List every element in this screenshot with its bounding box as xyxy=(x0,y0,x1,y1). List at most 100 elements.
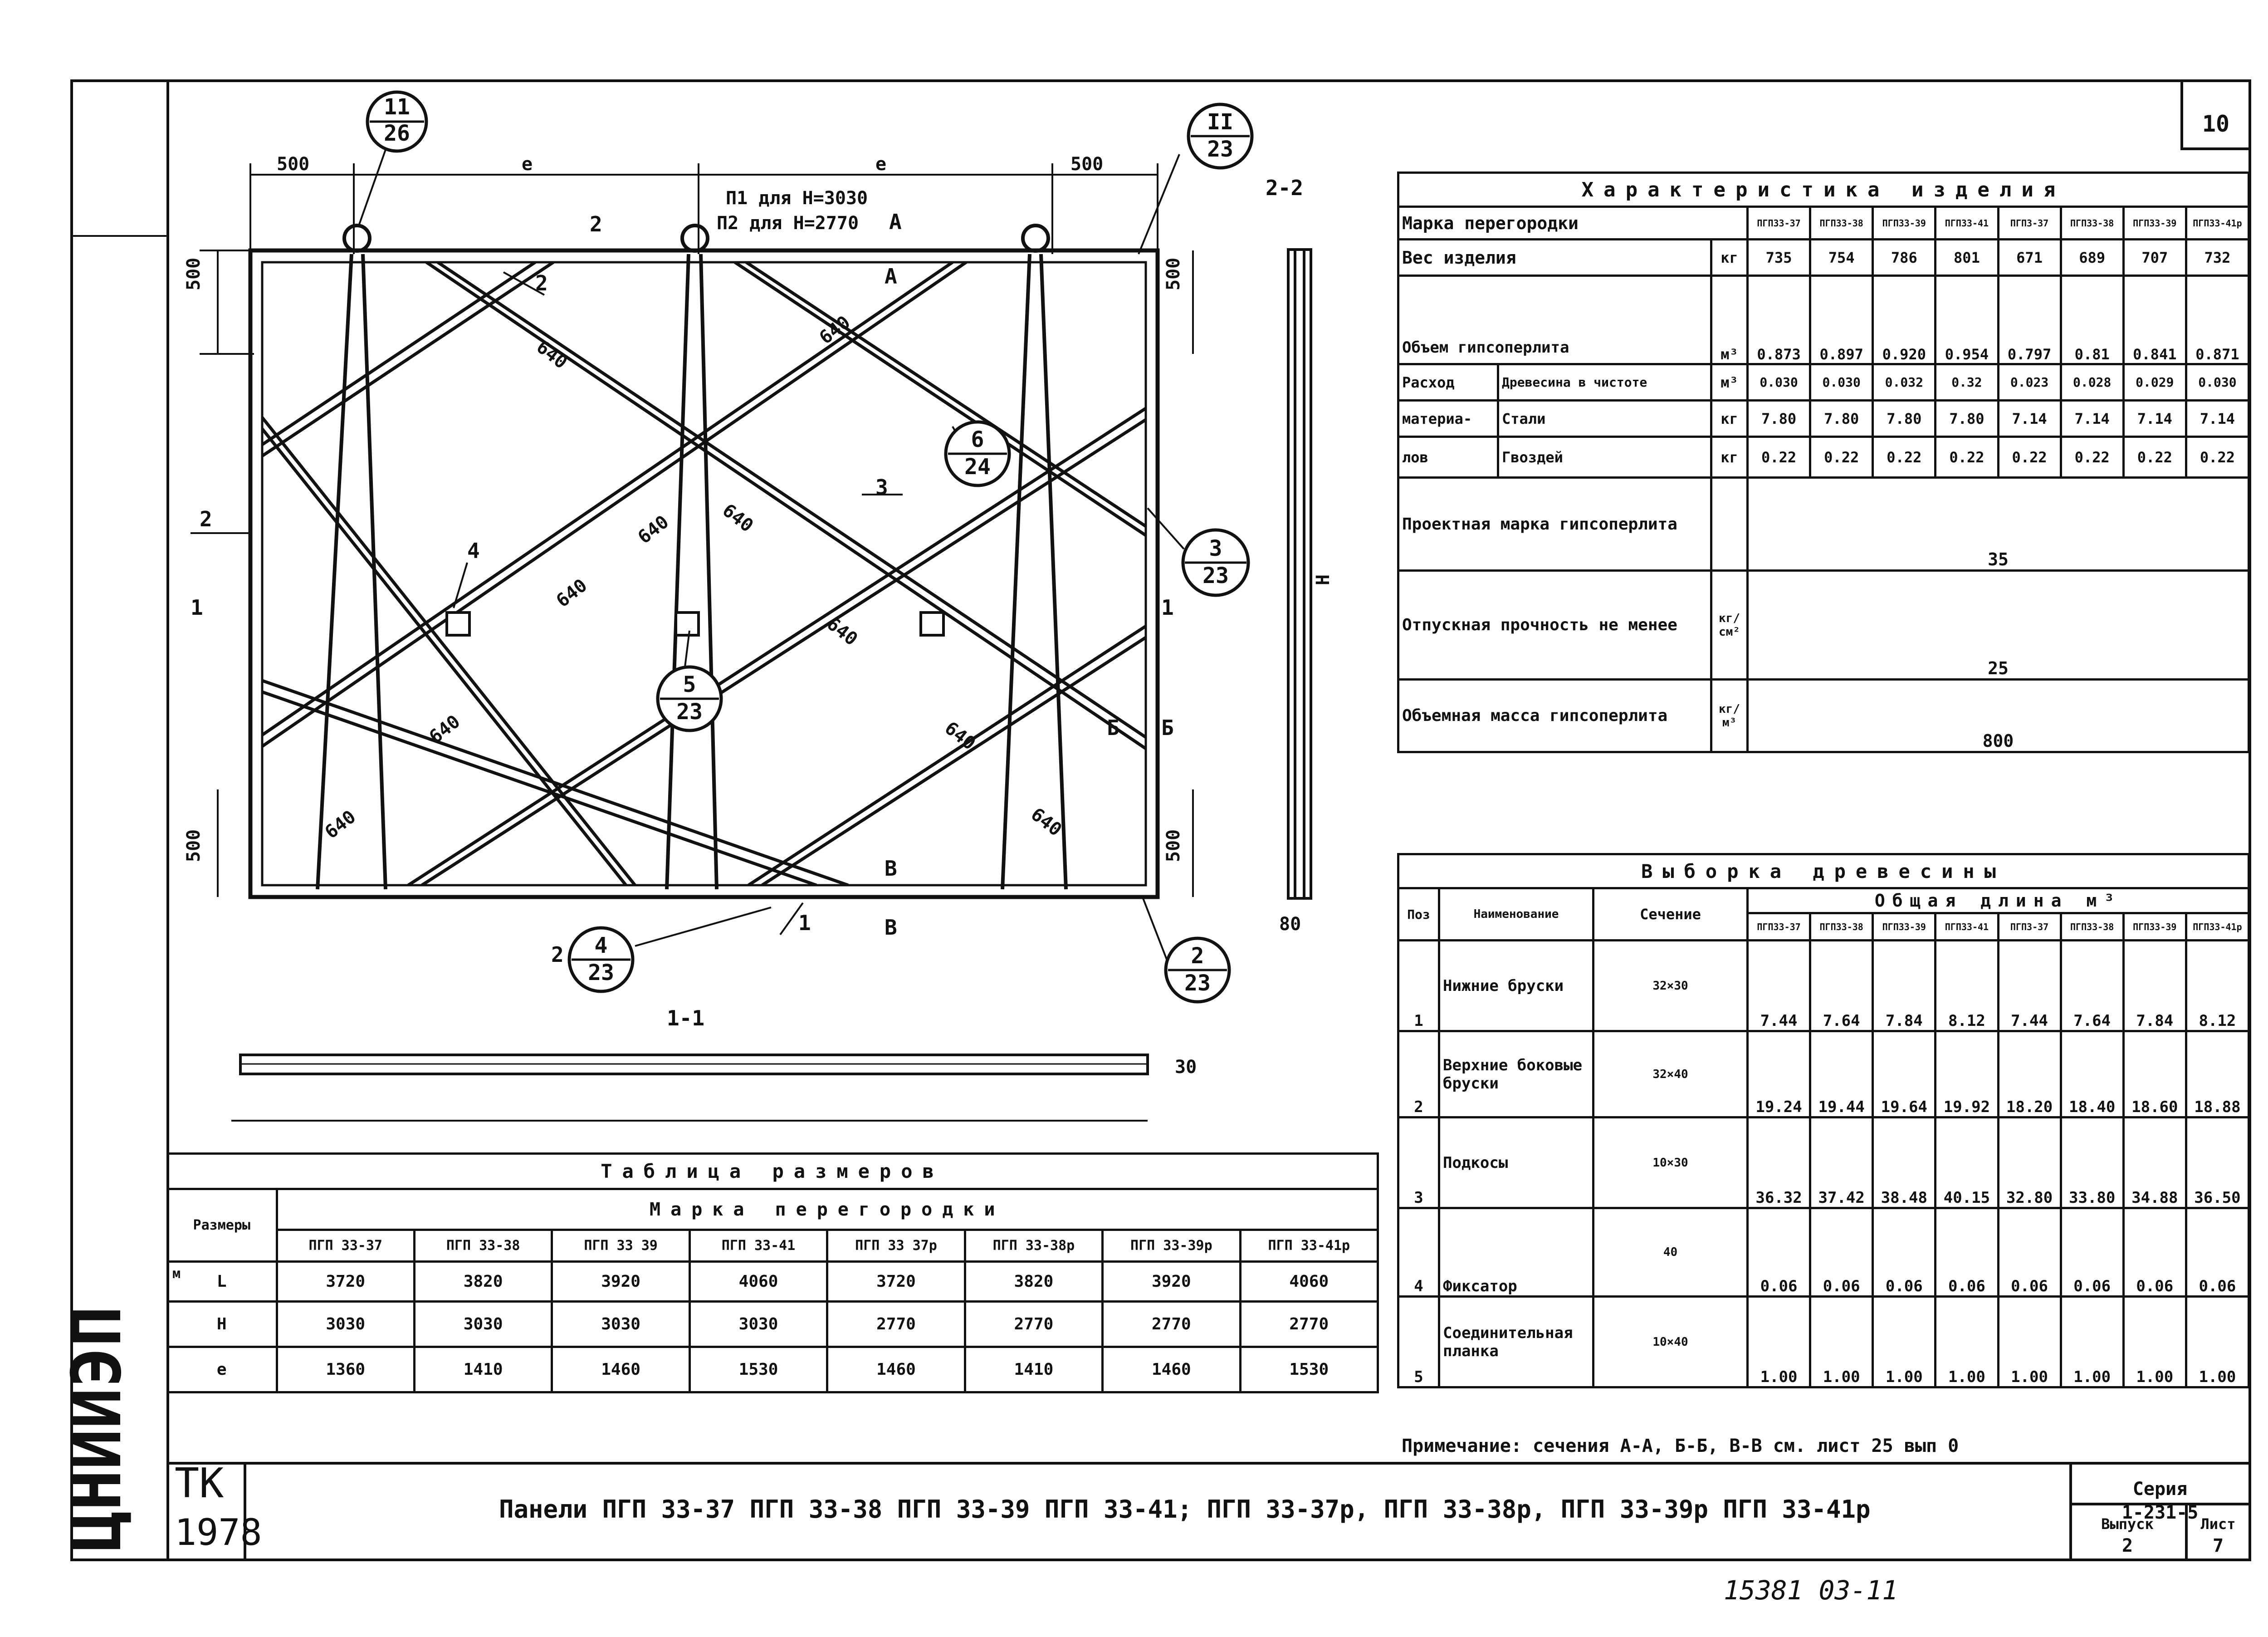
dim-top-0: 500 xyxy=(277,154,309,175)
sec-a-top: А xyxy=(889,210,902,234)
bottom-code: 15381 03-11 xyxy=(1724,1575,1898,1606)
wood-mark-3: ПГП33-41 xyxy=(1934,912,1999,941)
dim-diag-7: 640 xyxy=(425,711,464,748)
char-volume-label: Объем гипсоперлита xyxy=(1397,274,1712,365)
char-wood-1: 0.030 xyxy=(1809,363,1874,402)
wood-row-4-name: Фиксатор xyxy=(1438,1207,1594,1298)
char-merged-2-label: Объемная масса гипсоперлита xyxy=(1397,678,1712,753)
sizes-mark-header: Марка перегородки xyxy=(275,1188,1379,1231)
panel-frame xyxy=(248,248,1160,899)
wood-h-name: Наименование xyxy=(1438,887,1594,941)
char-merged-0-label: Проектная марка гипсоперлита xyxy=(1397,476,1712,572)
note: Примечание: сечения А-А, Б-Б, В-В см. ли… xyxy=(1402,1436,1959,1456)
wood-mark-0: ПГП33-37 xyxy=(1746,912,1812,941)
wood-row-5-v5: 1.00 xyxy=(2059,1295,2125,1388)
wood-row-1-v1: 7.64 xyxy=(1809,939,1874,1032)
char-weight-5: 689 xyxy=(2059,238,2125,277)
dim-diag-9: 640 xyxy=(321,806,360,843)
fixators xyxy=(445,611,945,637)
wood-row-3-v7: 36.50 xyxy=(2185,1116,2250,1209)
char-volume-0: 0.873 xyxy=(1746,274,1812,365)
dim-diag-1: 640 xyxy=(533,337,571,373)
sec-b-right: Б xyxy=(1161,716,1174,740)
char-volume-1: 0.897 xyxy=(1809,274,1874,365)
wood-row-2-v4: 18.20 xyxy=(1997,1030,2062,1118)
char-mark-6: ПГП33-39 xyxy=(2122,206,2187,240)
dim-side-left-bottom: 500 xyxy=(183,829,204,862)
wood-mark-1: ПГП33-38 xyxy=(1809,912,1874,941)
sizes-l-1: 3820 xyxy=(413,1260,553,1303)
dim-side-right-bottom: 500 xyxy=(1163,829,1184,862)
wood-row-2-pos: 2 xyxy=(1397,1030,1440,1118)
sizes-mark-3: ПГП 33-41 xyxy=(688,1229,829,1263)
wood-h-pos: Поз xyxy=(1397,887,1440,941)
sizes-l-6: 3920 xyxy=(1101,1260,1242,1303)
sizes-l-2: 3920 xyxy=(551,1260,691,1303)
loop-note-2: П2 для Н=2770 xyxy=(717,213,859,234)
callout-7-bottom: 23 xyxy=(1184,970,1211,996)
wood-mark-7: ПГП33-41р xyxy=(2185,912,2250,941)
sizes-e-0: 1360 xyxy=(275,1346,415,1393)
stamp-tk: ТК xyxy=(175,1460,224,1507)
callout-2-bottom: 23 xyxy=(1207,137,1233,162)
sizes-e-label: е xyxy=(168,1346,278,1393)
callout-1-bottom: 26 xyxy=(384,121,410,146)
char-nails-unit: кг xyxy=(1710,436,1749,479)
sizes-mark-0: ПГП 33-37 xyxy=(275,1229,415,1263)
sec-v-top: В xyxy=(885,856,897,881)
sizes-e-1: 1410 xyxy=(413,1346,553,1393)
wood-row-3-v3: 40.15 xyxy=(1934,1116,1999,1209)
wood-row-2-v5: 18.40 xyxy=(2059,1030,2125,1118)
series-label: Серия xyxy=(2133,1479,2187,1500)
sizes-e-6: 1460 xyxy=(1101,1346,1242,1393)
wood-mark-5: ПГП33-38 xyxy=(2059,912,2125,941)
wood-row-2-v2: 19.64 xyxy=(1872,1030,1937,1118)
char-wood-7: 0.030 xyxy=(2185,363,2250,402)
char-group-3: лов xyxy=(1397,436,1499,479)
dim-diag-4: 640 xyxy=(634,511,673,548)
list-value: 7 xyxy=(2213,1535,2224,1556)
wood-row-2-v3: 19.92 xyxy=(1934,1030,1999,1118)
wood-row-4-v7: 0.06 xyxy=(2185,1207,2250,1298)
characteristics-table: Характеристика изделия Марка перегородки… xyxy=(1397,172,2250,753)
wood-row-3-name: Подкосы xyxy=(1438,1116,1594,1209)
lifting-bars xyxy=(316,224,1068,890)
char-volume-3: 0.954 xyxy=(1934,274,1999,365)
sizes-title: Таблица размеров xyxy=(168,1152,1379,1190)
dim-top-2: е xyxy=(875,154,886,175)
sizes-h-3: 3030 xyxy=(688,1300,829,1348)
char-mark-1: ПГП33-38 xyxy=(1809,206,1874,240)
wood-row-1-v2: 7.84 xyxy=(1872,939,1937,1032)
sizes-mark-7: ПГП 33-41р xyxy=(1239,1229,1379,1263)
wood-row-1-pos: 1 xyxy=(1397,939,1440,1032)
char-merged-0-unit xyxy=(1710,476,1749,572)
sizes-l-label: L xyxy=(168,1260,278,1303)
sizes-mark-6: ПГП 33-39р xyxy=(1101,1229,1242,1263)
wood-row-5-pos: 5 xyxy=(1397,1295,1440,1388)
view-2-2: 2-2 xyxy=(1266,176,1303,200)
sizes-e-3: 1530 xyxy=(688,1346,829,1393)
sec-1-left: 1 xyxy=(191,595,203,620)
sizes-mark-2: ПГП 33 39 xyxy=(551,1229,691,1263)
view-1-1: 1-1 xyxy=(667,1006,704,1030)
wood-row-3-pos: 3 xyxy=(1397,1116,1440,1209)
char-volume-6: 0.841 xyxy=(2122,274,2187,365)
dim-side-left-top: 500 xyxy=(183,258,204,290)
side-view-2-2 xyxy=(1287,248,1312,900)
char-volume-4: 0.797 xyxy=(1997,274,2062,365)
sec-1-right: 1 xyxy=(1161,595,1174,620)
callout-3-bottom: 24 xyxy=(964,454,991,480)
sizes-row-header: Размеры xyxy=(168,1188,278,1263)
sizes-l-4: 3720 xyxy=(826,1260,966,1303)
char-nails-2: 0.22 xyxy=(1872,436,1937,479)
char-merged-1-value: 25 xyxy=(1746,569,2250,681)
wood-row-2-name: Верхние боковые бруски xyxy=(1438,1030,1594,1118)
wood-row-5-v2: 1.00 xyxy=(1872,1295,1937,1388)
wood-row-2-v0: 19.24 xyxy=(1746,1030,1812,1118)
wood-row-3-v5: 33.80 xyxy=(2059,1116,2125,1209)
callout-4-top: 3 xyxy=(1209,536,1222,561)
char-merged-1-label: Отпускная прочность не менее xyxy=(1397,569,1712,681)
sizes-h-1: 3030 xyxy=(413,1300,553,1348)
